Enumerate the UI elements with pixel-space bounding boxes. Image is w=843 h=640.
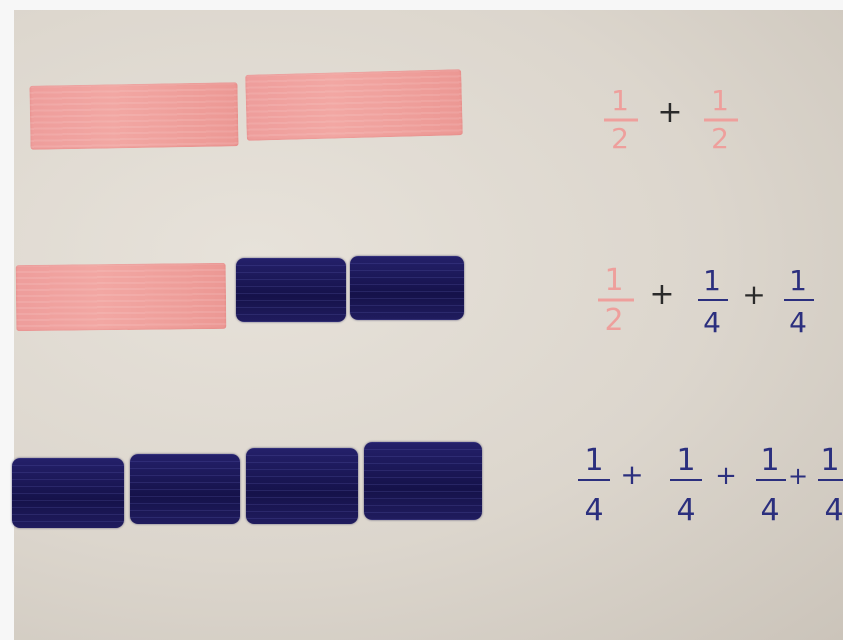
expression-row-1: 1 2 + 1 2 xyxy=(598,84,778,154)
expression-row-2: 1 2 + 1 4 + 1 4 xyxy=(594,262,830,342)
half-strip xyxy=(245,69,463,141)
fraction-1-2: 1 2 xyxy=(604,84,638,155)
fraction-1-4: 1 4 xyxy=(670,443,702,528)
numerator: 1 xyxy=(584,443,603,478)
fraction-1-4: 1 4 xyxy=(784,264,814,339)
quarter-strip xyxy=(130,454,240,524)
quarter-strip xyxy=(236,258,346,322)
plus-sign: + xyxy=(649,277,674,312)
numerator: 1 xyxy=(711,84,729,117)
fraction-1-2: 1 2 xyxy=(704,84,738,155)
plus-sign: + xyxy=(657,95,682,130)
plus-sign: + xyxy=(620,458,643,491)
numerator: 1 xyxy=(611,84,629,117)
denominator: 2 xyxy=(604,303,623,338)
denominator: 2 xyxy=(611,122,629,155)
quarter-strip xyxy=(350,256,464,320)
half-strip xyxy=(29,82,238,150)
numerator: 1 xyxy=(676,443,695,478)
plus-sign: + xyxy=(742,278,765,311)
numerator: 1 xyxy=(820,443,839,478)
denominator: 4 xyxy=(760,493,779,528)
denominator: 4 xyxy=(676,493,695,528)
denominator: 2 xyxy=(711,122,729,155)
plus-sign: + xyxy=(715,461,737,491)
numerator: 1 xyxy=(703,264,721,297)
half-strip xyxy=(16,263,227,331)
numerator: 1 xyxy=(604,263,623,298)
numerator: 1 xyxy=(789,264,807,297)
denominator: 4 xyxy=(789,306,807,339)
fraction-1-4: 1 4 xyxy=(818,443,843,528)
quarter-strip xyxy=(12,458,124,528)
fraction-1-2: 1 2 xyxy=(598,263,634,338)
quarter-strip xyxy=(364,442,482,520)
denominator: 4 xyxy=(824,493,843,528)
plus-sign: + xyxy=(788,462,808,490)
denominator: 4 xyxy=(703,306,721,339)
quarter-strip xyxy=(246,448,358,524)
denominator: 4 xyxy=(584,493,603,528)
fraction-1-4: 1 4 xyxy=(578,443,610,528)
expression-row-3: 1 4 + 1 4 + 1 4 + 1 4 xyxy=(574,440,843,530)
fraction-1-4: 1 4 xyxy=(698,264,728,339)
fraction-1-4: 1 4 xyxy=(756,443,786,528)
numerator: 1 xyxy=(760,443,779,478)
